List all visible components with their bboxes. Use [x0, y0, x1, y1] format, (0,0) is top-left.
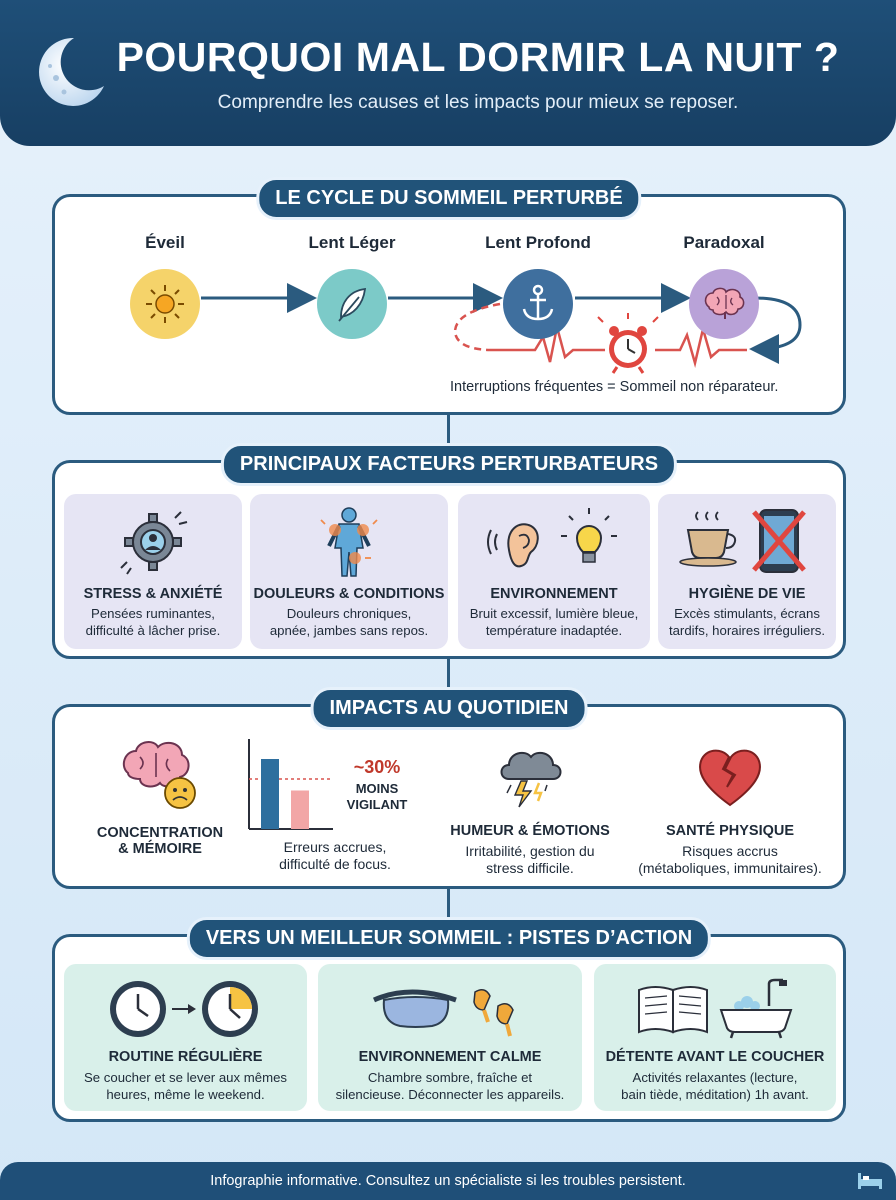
- header-banner: POURQUOI MAL DORMIR LA NUIT ? Comprendre…: [0, 0, 896, 146]
- vigilance-bar-chart: [248, 739, 333, 830]
- cycle-panel: LE CYCLE DU SOMMEIL PERTURBÉ: [52, 177, 846, 415]
- stage-label: Lent Léger: [308, 233, 396, 252]
- factor-text: Pensées ruminantes,difficulté à lâcher p…: [85, 606, 221, 638]
- bed-icon: [858, 1173, 882, 1189]
- factor-card-douleurs: DOULEURS & CONDITIONS Douleurs chronique…: [250, 494, 448, 649]
- stage-label: Lent Profond: [485, 233, 591, 252]
- clocks-icon: [64, 976, 307, 1042]
- section-title-impacts: IMPACTS AU QUOTIDIEN: [310, 687, 588, 730]
- section-title-actions: VERS UN MEILLEUR SOMMEIL : PISTES D’ACTI…: [186, 917, 712, 960]
- impact-text: Risques accrus(métaboliques, immunitaire…: [638, 843, 822, 876]
- impact-mood: HUMEUR & ÉMOTIONS Irritabilité, gestion …: [440, 743, 620, 877]
- impact-title: CONCENTRATION& MÉMOIRE: [96, 825, 224, 857]
- page-subtitle: Comprendre les causes et les impacts pou…: [217, 92, 739, 113]
- factor-title: HYGIÈNE DE VIE: [688, 586, 806, 602]
- section-title-cycle: LE CYCLE DU SOMMEIL PERTURBÉ: [256, 177, 642, 220]
- action-card-routine: ROUTINE RÉGULIÈRE Se coucher et se lever…: [64, 964, 307, 1111]
- actions-panel: VERS UN MEILLEUR SOMMEIL : PISTES D’ACTI…: [52, 917, 846, 1122]
- footer: Infographie informative. Consultez un sp…: [0, 1162, 896, 1200]
- action-title: ENVIRONNEMENT CALME: [358, 1049, 542, 1065]
- impact-title: HUMEUR & ÉMOTIONS: [450, 823, 610, 839]
- factor-title: DOULEURS & CONDITIONS: [253, 586, 445, 602]
- action-text: Activités relaxantes (lecture,bain tiède…: [621, 1070, 809, 1102]
- brain-sad-icon: [122, 741, 196, 809]
- stage-lent-profond: Lent Profond: [463, 233, 613, 339]
- coffee-phone-icon: [658, 506, 836, 578]
- impact-health: SANTÉ PHYSIQUE Risques accrus(métaboliqu…: [630, 743, 830, 877]
- factor-card-stress: STRESS & ANXIÉTÉ Pensées ruminantes,diff…: [64, 494, 242, 649]
- factors-panel: PRINCIPAUX FACTEURS PERTURBATEURS: [52, 443, 846, 659]
- connector-line: [447, 658, 450, 706]
- body-pain-icon: [250, 506, 448, 578]
- ear-bulb-icon: [458, 506, 650, 578]
- impact-title: SANTÉ PHYSIQUE: [665, 823, 795, 839]
- stage-eveil: Éveil: [90, 233, 240, 339]
- broken-heart-icon: [699, 749, 761, 807]
- cycle-arrows: [201, 283, 802, 374]
- impacts-panel: IMPACTS AU QUOTIDIEN CONCENTRATION& MÉMO…: [52, 687, 846, 889]
- factor-title: ENVIRONNEMENT: [490, 586, 618, 602]
- sun-icon: [130, 269, 200, 339]
- mask-earplugs-icon: [318, 978, 582, 1044]
- alarm-clock-icon: [597, 313, 659, 374]
- factor-title: STRESS & ANXIÉTÉ: [83, 586, 223, 602]
- impact-concentration: CONCENTRATION& MÉMOIRE: [75, 737, 245, 857]
- factor-text: Bruit excessif, lumière bleue,températur…: [469, 606, 639, 638]
- brain-icon: [689, 269, 759, 339]
- action-card-environnement: ENVIRONNEMENT CALME Chambre sombre, fraî…: [318, 964, 582, 1111]
- vigilance-percent: ~30%: [353, 757, 401, 777]
- factor-card-environnement: ENVIRONNEMENT Bruit excessif, lumière bl…: [458, 494, 650, 649]
- page-title: POURQUOI MAL DORMIR LA NUIT ?: [116, 34, 840, 80]
- footer-text: Infographie informative. Consultez un sp…: [210, 1173, 686, 1189]
- connector-line: [447, 414, 450, 462]
- stage-lent-leger: Lent Léger: [277, 233, 427, 339]
- bar-before: [261, 759, 279, 829]
- book-bath-icon: [594, 976, 836, 1042]
- stage-label: Paradoxal: [683, 233, 765, 252]
- feather-icon: [317, 269, 387, 339]
- stage-label: Éveil: [145, 233, 185, 252]
- stage-paradoxal: Paradoxal: [649, 233, 799, 339]
- factor-text: Douleurs chroniques,apnée, jambes sans r…: [269, 606, 429, 638]
- action-title: DÉTENTE AVANT LE COUCHER: [605, 1049, 825, 1065]
- anchor-icon: [503, 269, 573, 339]
- gear-head-icon: [64, 506, 242, 578]
- action-card-detente: DÉTENTE AVANT LE COUCHER Activités relax…: [594, 964, 836, 1111]
- moon-icon: [39, 37, 104, 106]
- storm-cloud-icon: [500, 751, 562, 808]
- action-title: ROUTINE RÉGULIÈRE: [108, 1049, 263, 1065]
- connector-line: [447, 888, 450, 936]
- bar-after: [291, 790, 309, 829]
- section-title-factors: PRINCIPAUX FACTEURS PERTURBATEURS: [220, 443, 678, 486]
- cycle-caption: Interruptions fréquentes = Sommeil non r…: [450, 379, 779, 395]
- vigilance-text: Erreurs accrues,difficulté de focus.: [279, 839, 391, 872]
